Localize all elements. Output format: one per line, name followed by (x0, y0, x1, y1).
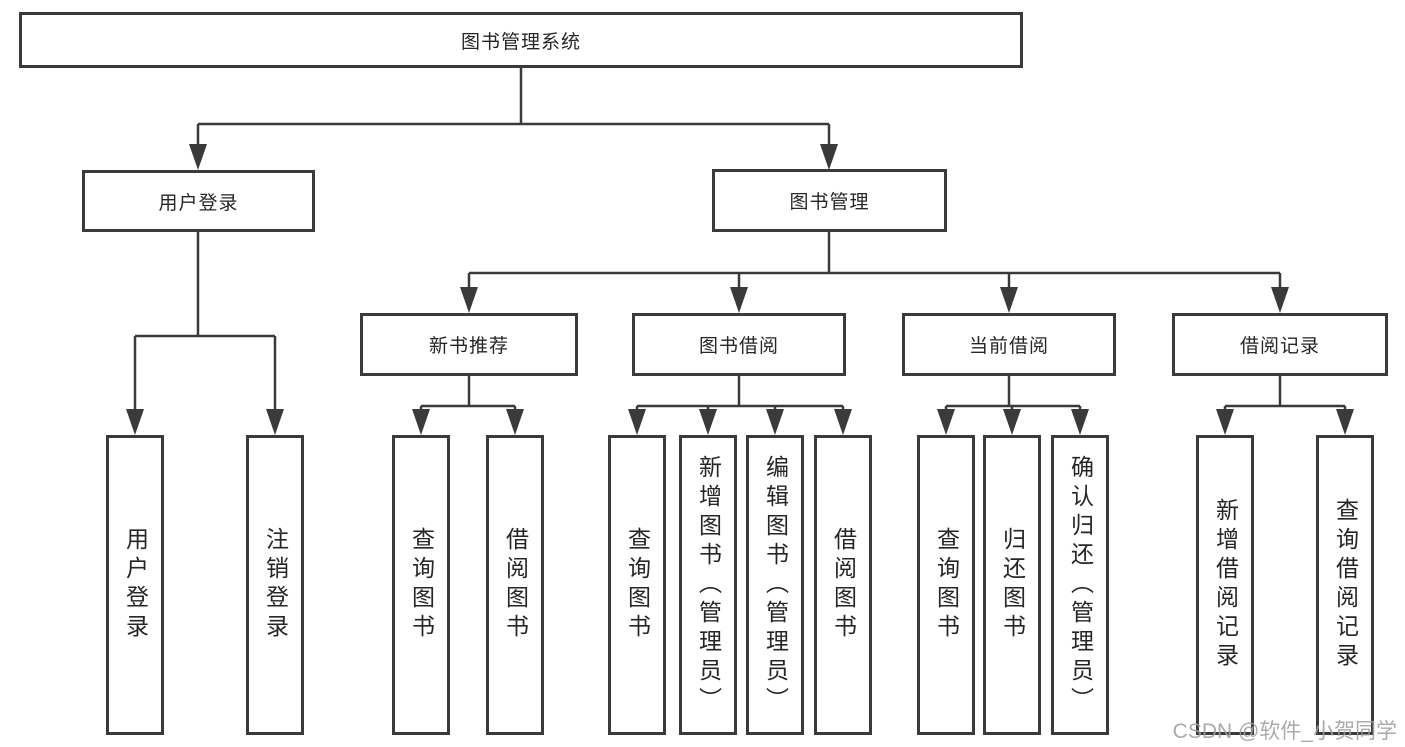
node-label: 图书借阅 (698, 336, 779, 357)
leaf-borrow-books-recommend: 借阅图书 (486, 435, 544, 735)
arrowhead-icon (1336, 409, 1354, 435)
arrowhead-icon (506, 409, 524, 435)
arrowhead-icon (1216, 409, 1234, 435)
node-label: 用户登录 (158, 192, 239, 214)
node-label: 新增图书（管理员） (695, 454, 722, 716)
node-new-book-recommend: 新书推荐 (360, 313, 578, 376)
node-library-management-system: 图书管理系统 (19, 12, 1023, 68)
leaf-query-borrow-record: 查询借阅记录 (1316, 435, 1374, 735)
node-book-management: 图书管理 (712, 169, 947, 232)
arrowhead-icon (834, 409, 852, 435)
arrowhead-icon (1071, 409, 1089, 435)
node-label: 当前借阅 (968, 336, 1049, 357)
arrowhead-icon (820, 144, 838, 170)
node-label: 借阅记录 (1239, 336, 1320, 357)
leaf-borrow-books-borrowing: 借阅图书 (814, 435, 872, 735)
leaf-confirm-return-admin: 确认归还（管理员） (1051, 435, 1109, 735)
node-label: 确认归还（管理员） (1067, 454, 1094, 716)
node-label: 查询图书 (933, 527, 960, 643)
leaf-add-book-admin: 新增图书（管理员） (679, 435, 737, 735)
arrowhead-icon (699, 409, 717, 435)
connector-borrowing-records-to-leaves (1216, 375, 1354, 435)
node-label: 归还图书 (999, 527, 1026, 643)
arrowhead-icon (460, 287, 478, 313)
node-borrowing-records: 借阅记录 (1172, 313, 1388, 376)
arrowhead-icon (628, 409, 646, 435)
connector-user-login-to-leaves (126, 232, 284, 435)
arrowhead-icon (937, 409, 955, 435)
node-label: 查询借阅记录 (1332, 498, 1359, 672)
node-label: 新增借阅记录 (1212, 498, 1239, 672)
arrowhead-icon (189, 144, 207, 170)
node-label: 注销登录 (262, 527, 289, 643)
leaf-query-books-recommend: 查询图书 (392, 435, 450, 735)
leaf-logout: 注销登录 (246, 435, 304, 735)
leaf-add-borrow-record: 新增借阅记录 (1196, 435, 1254, 735)
arrowhead-icon (766, 409, 784, 435)
node-label: 用户登录 (122, 527, 149, 643)
leaf-user-login: 用户登录 (106, 435, 164, 735)
arrowhead-icon (412, 409, 430, 435)
node-label: 新书推荐 (428, 336, 509, 357)
node-book-borrowing: 图书借阅 (632, 313, 846, 376)
node-label: 图书管理系统 (460, 31, 581, 53)
arrowhead-icon (266, 409, 284, 435)
arrowhead-icon (1000, 287, 1018, 313)
leaf-query-books-current: 查询图书 (917, 435, 975, 735)
arrowhead-icon (730, 287, 748, 313)
connector-book-management-to-level3 (460, 232, 1289, 313)
node-label: 借阅图书 (830, 527, 857, 643)
leaf-edit-book-admin: 编辑图书（管理员） (746, 435, 804, 735)
csdn-watermark: CSDN @软件_小贺同学 (1172, 720, 1397, 743)
arrowhead-icon (1003, 409, 1021, 435)
node-label: 图书管理 (789, 192, 870, 213)
leaf-return-books: 归还图书 (983, 435, 1041, 735)
node-label: 编辑图书（管理员） (762, 454, 789, 716)
connector-root-to-level2 (189, 68, 838, 170)
connector-new-book-to-leaves (412, 375, 524, 435)
leaf-query-books-borrowing: 查询图书 (608, 435, 666, 735)
node-label: 查询图书 (624, 527, 651, 643)
node-user-login: 用户登录 (82, 170, 315, 232)
arrowhead-icon (1271, 287, 1289, 313)
connector-current-borrowing-to-leaves (937, 375, 1089, 435)
node-current-borrowing: 当前借阅 (902, 313, 1116, 376)
node-label: 查询图书 (408, 527, 435, 643)
arrowhead-icon (126, 409, 144, 435)
node-label: 借阅图书 (502, 527, 529, 643)
connector-book-borrowing-to-leaves (628, 375, 852, 435)
